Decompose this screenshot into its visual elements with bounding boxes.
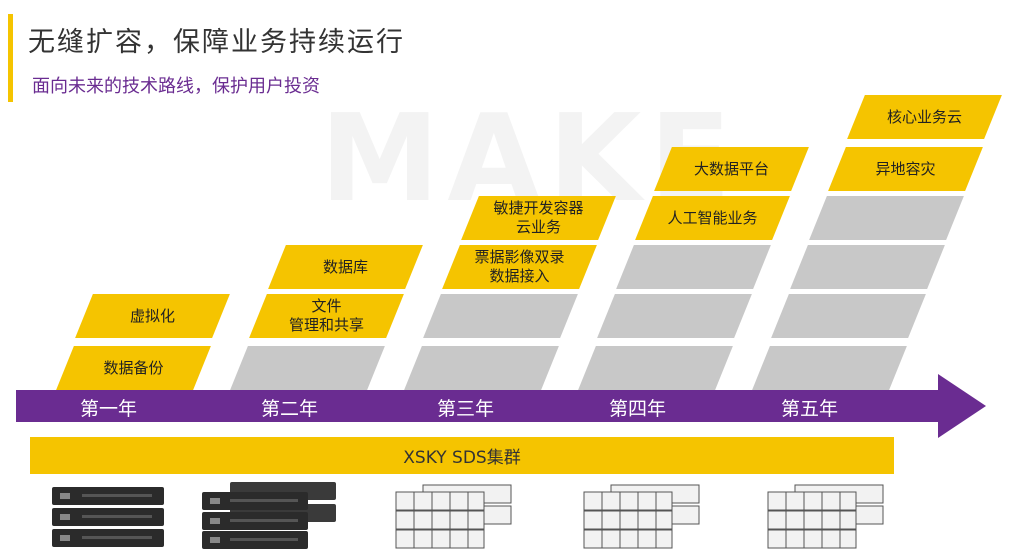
- block-label-data-backup: 数据备份: [103, 358, 164, 377]
- block-label-agile-containers: 敏捷开发容器 云业务: [493, 199, 584, 236]
- block-label-core-cloud: 核心业务云: [886, 107, 962, 126]
- year-label-2: 第二年: [261, 398, 319, 420]
- page-title: 无缝扩容，保障业务持续运行: [28, 27, 405, 58]
- server-rack-1-icon: [52, 487, 164, 547]
- block-y4-3: [616, 245, 771, 289]
- block-y5-4: [809, 196, 964, 240]
- block-y5-3: [790, 245, 945, 289]
- sds-cluster-bar: XSKY SDS集群: [30, 437, 894, 474]
- block-label-database: 数据库: [322, 257, 368, 276]
- timeline-arrow: [16, 374, 986, 438]
- server-rack-2-icon: [202, 482, 336, 549]
- title-accent-bar: [8, 14, 13, 102]
- block-label-file-sharing: 文件 管理和共享: [288, 297, 364, 334]
- block-label-ai-business: 人工智能业务: [667, 208, 758, 227]
- block-y4-2: [597, 294, 752, 338]
- block-label-disaster-recovery: 异地容灾: [875, 159, 936, 178]
- page-subtitle: 面向未来的技术路线，保护用户投资: [32, 76, 320, 97]
- year-label-1: 第一年: [80, 398, 138, 420]
- block-label-ticket-imaging: 票据影像双录 数据接入: [474, 248, 565, 285]
- server-rack-5-icon: [767, 484, 884, 549]
- block-y3-2: [423, 294, 578, 338]
- block-label-virtualization: 虚拟化: [129, 306, 175, 325]
- block-label-big-data: 大数据平台: [693, 159, 769, 178]
- year-label-4: 第四年: [609, 398, 667, 420]
- server-rack-3-icon: [395, 484, 512, 549]
- server-rack-4-icon: [583, 484, 700, 549]
- year-label-5: 第五年: [781, 398, 839, 420]
- block-y5-2: [771, 294, 926, 338]
- year-label-3: 第三年: [437, 398, 495, 420]
